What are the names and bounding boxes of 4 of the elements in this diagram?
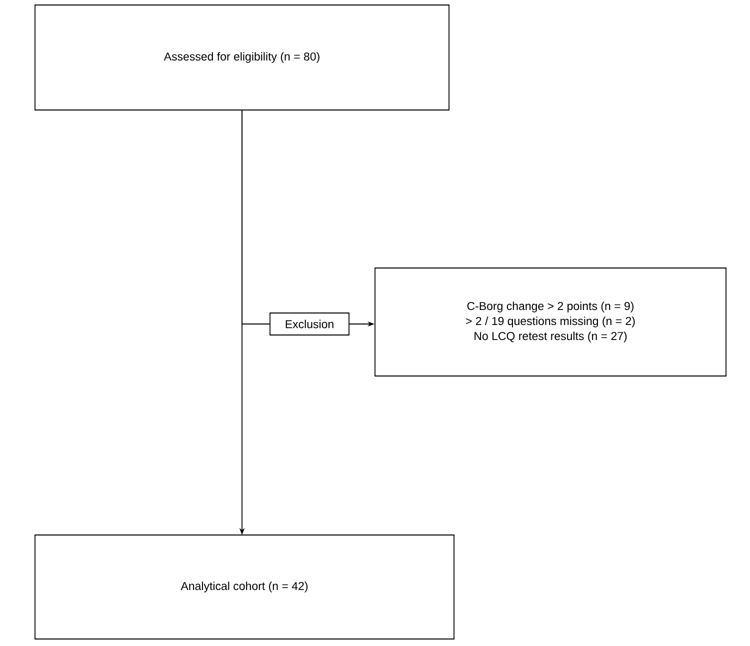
exclusion-criteria-box: C-Borg change > 2 points (n = 9) > 2 / 19 questions missing (n = 2) No LCQ retest results (n = 27) [374,268,726,376]
process-box: Analytical cohort (n = 42) [34,534,454,640]
process-box: Assessed for eligibility (n = 80) [34,4,450,110]
exclusion-label-box: Exclusion [270,312,350,336]
